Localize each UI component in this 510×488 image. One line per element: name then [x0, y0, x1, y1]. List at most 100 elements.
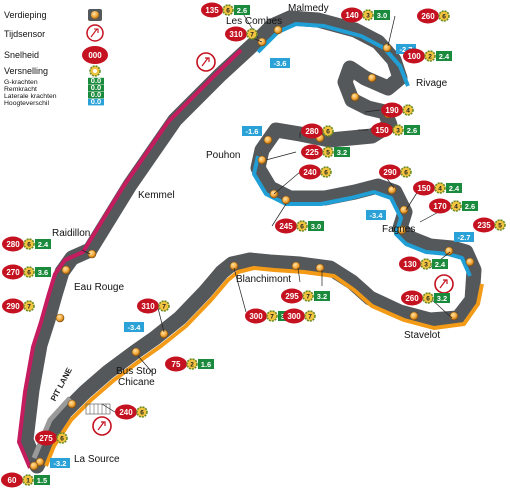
gear-value: 2	[190, 361, 194, 368]
speed-value: 310	[141, 302, 155, 311]
speed-value: 260	[421, 12, 435, 21]
brake-marker	[131, 347, 141, 357]
gear-value: 6	[326, 128, 330, 135]
corner-label: Blanchimont	[236, 274, 291, 285]
speed-value: 225	[305, 148, 319, 157]
gear-value: 7	[306, 293, 310, 300]
gear-icon: 7	[158, 300, 170, 312]
gear-value: 6	[324, 169, 328, 176]
gear-icon: 1	[22, 474, 34, 486]
sector-orange	[44, 266, 484, 467]
gear-icon: 4	[450, 200, 462, 212]
brake-marker	[444, 246, 454, 256]
speed-value: 170	[433, 202, 447, 211]
legend-row-swatch	[88, 84, 104, 92]
gear-icon: 4	[402, 104, 414, 116]
legend-row-label: Hoogteverschil	[4, 100, 49, 107]
legend-row-label: G-krachten	[4, 79, 38, 86]
legend-tijdsensor: Tijdsensor	[4, 29, 45, 39]
gforce-tag	[436, 51, 452, 61]
brake-marker	[263, 135, 273, 145]
gear-value: 6	[300, 223, 304, 230]
gear-icon: 6	[422, 292, 434, 304]
speed-value: 75	[172, 360, 181, 369]
gear-icon: 3	[392, 124, 404, 136]
brake-marker	[29, 461, 39, 471]
gforce-tag	[308, 221, 324, 231]
gear-icon: 2	[186, 358, 198, 370]
gforce-value: 1.5	[37, 476, 47, 485]
speed-value: 135	[205, 6, 219, 15]
gforce-tag	[432, 259, 448, 269]
sector-pink	[17, 48, 243, 469]
svg-text:-2.7: -2.7	[400, 45, 413, 54]
speed-value: 275	[39, 434, 53, 443]
gear-value: 5	[326, 149, 330, 156]
svg-text:-2.7: -2.7	[458, 233, 471, 242]
speed-value: 130	[403, 260, 417, 269]
gforce-value: 2.4	[38, 240, 49, 249]
legend-row-label: Remkracht	[4, 86, 37, 93]
speed-value: 295	[285, 292, 299, 301]
legend-verdieping: Verdieping	[4, 10, 47, 20]
gforce-tag	[374, 10, 390, 20]
gforce-value: 2.4	[449, 184, 460, 193]
brake-marker	[409, 311, 419, 321]
gear-icon: 6	[322, 125, 334, 137]
gforce-tag	[35, 267, 51, 277]
corner-label: Pouhon	[206, 150, 240, 161]
gforce-tag	[35, 239, 51, 249]
gforce-value: 2.4	[439, 52, 450, 61]
brake-marker	[399, 205, 409, 215]
gear-value: 6	[442, 13, 446, 20]
gear-value: 3	[396, 127, 400, 134]
pit-lane	[31, 396, 72, 459]
track-outline	[18, 10, 482, 474]
elevation-tags: -3.6-2.7-1.6-3.4-2.7-3.4-3.2	[50, 44, 474, 468]
brake-marker	[159, 329, 169, 339]
gforce-value: 3.2	[317, 292, 327, 301]
gear-icon: 7	[302, 290, 314, 302]
corner-label: Chicane	[118, 377, 155, 388]
svg-text:-3.4: -3.4	[370, 211, 384, 220]
legend-speed-bubble	[82, 46, 108, 64]
timing-sensor-icon	[86, 24, 104, 42]
timing-sensor-icon	[196, 52, 216, 72]
speed-value: 100	[407, 52, 421, 61]
gear-icon: 6	[296, 220, 308, 232]
elevation-tag: -3.4	[124, 322, 144, 332]
gforce-tag	[404, 125, 420, 135]
gear-icon: 7	[266, 310, 278, 322]
corner-label: La Source	[74, 454, 120, 465]
legend-row-swatch	[88, 98, 104, 106]
gforce-value: 1.6	[201, 360, 211, 369]
corner-label: Kemmel	[138, 190, 175, 201]
gforce-value: 3.0	[377, 11, 387, 20]
legend-row-label: Laterale krachten	[4, 93, 57, 100]
start-finish-icon	[85, 403, 112, 436]
gear-value: 3	[424, 261, 428, 268]
speed-value: 150	[417, 184, 431, 193]
gear-value: 6	[27, 269, 31, 276]
gear-icon: 2	[424, 50, 436, 62]
gear-icon: 7	[23, 300, 35, 312]
brake-marker	[382, 43, 392, 53]
gear-icon: 6	[438, 10, 450, 22]
legend-speed-sample: 000	[88, 51, 102, 60]
brake-marker	[397, 225, 407, 235]
speed-value: 140	[345, 11, 359, 20]
